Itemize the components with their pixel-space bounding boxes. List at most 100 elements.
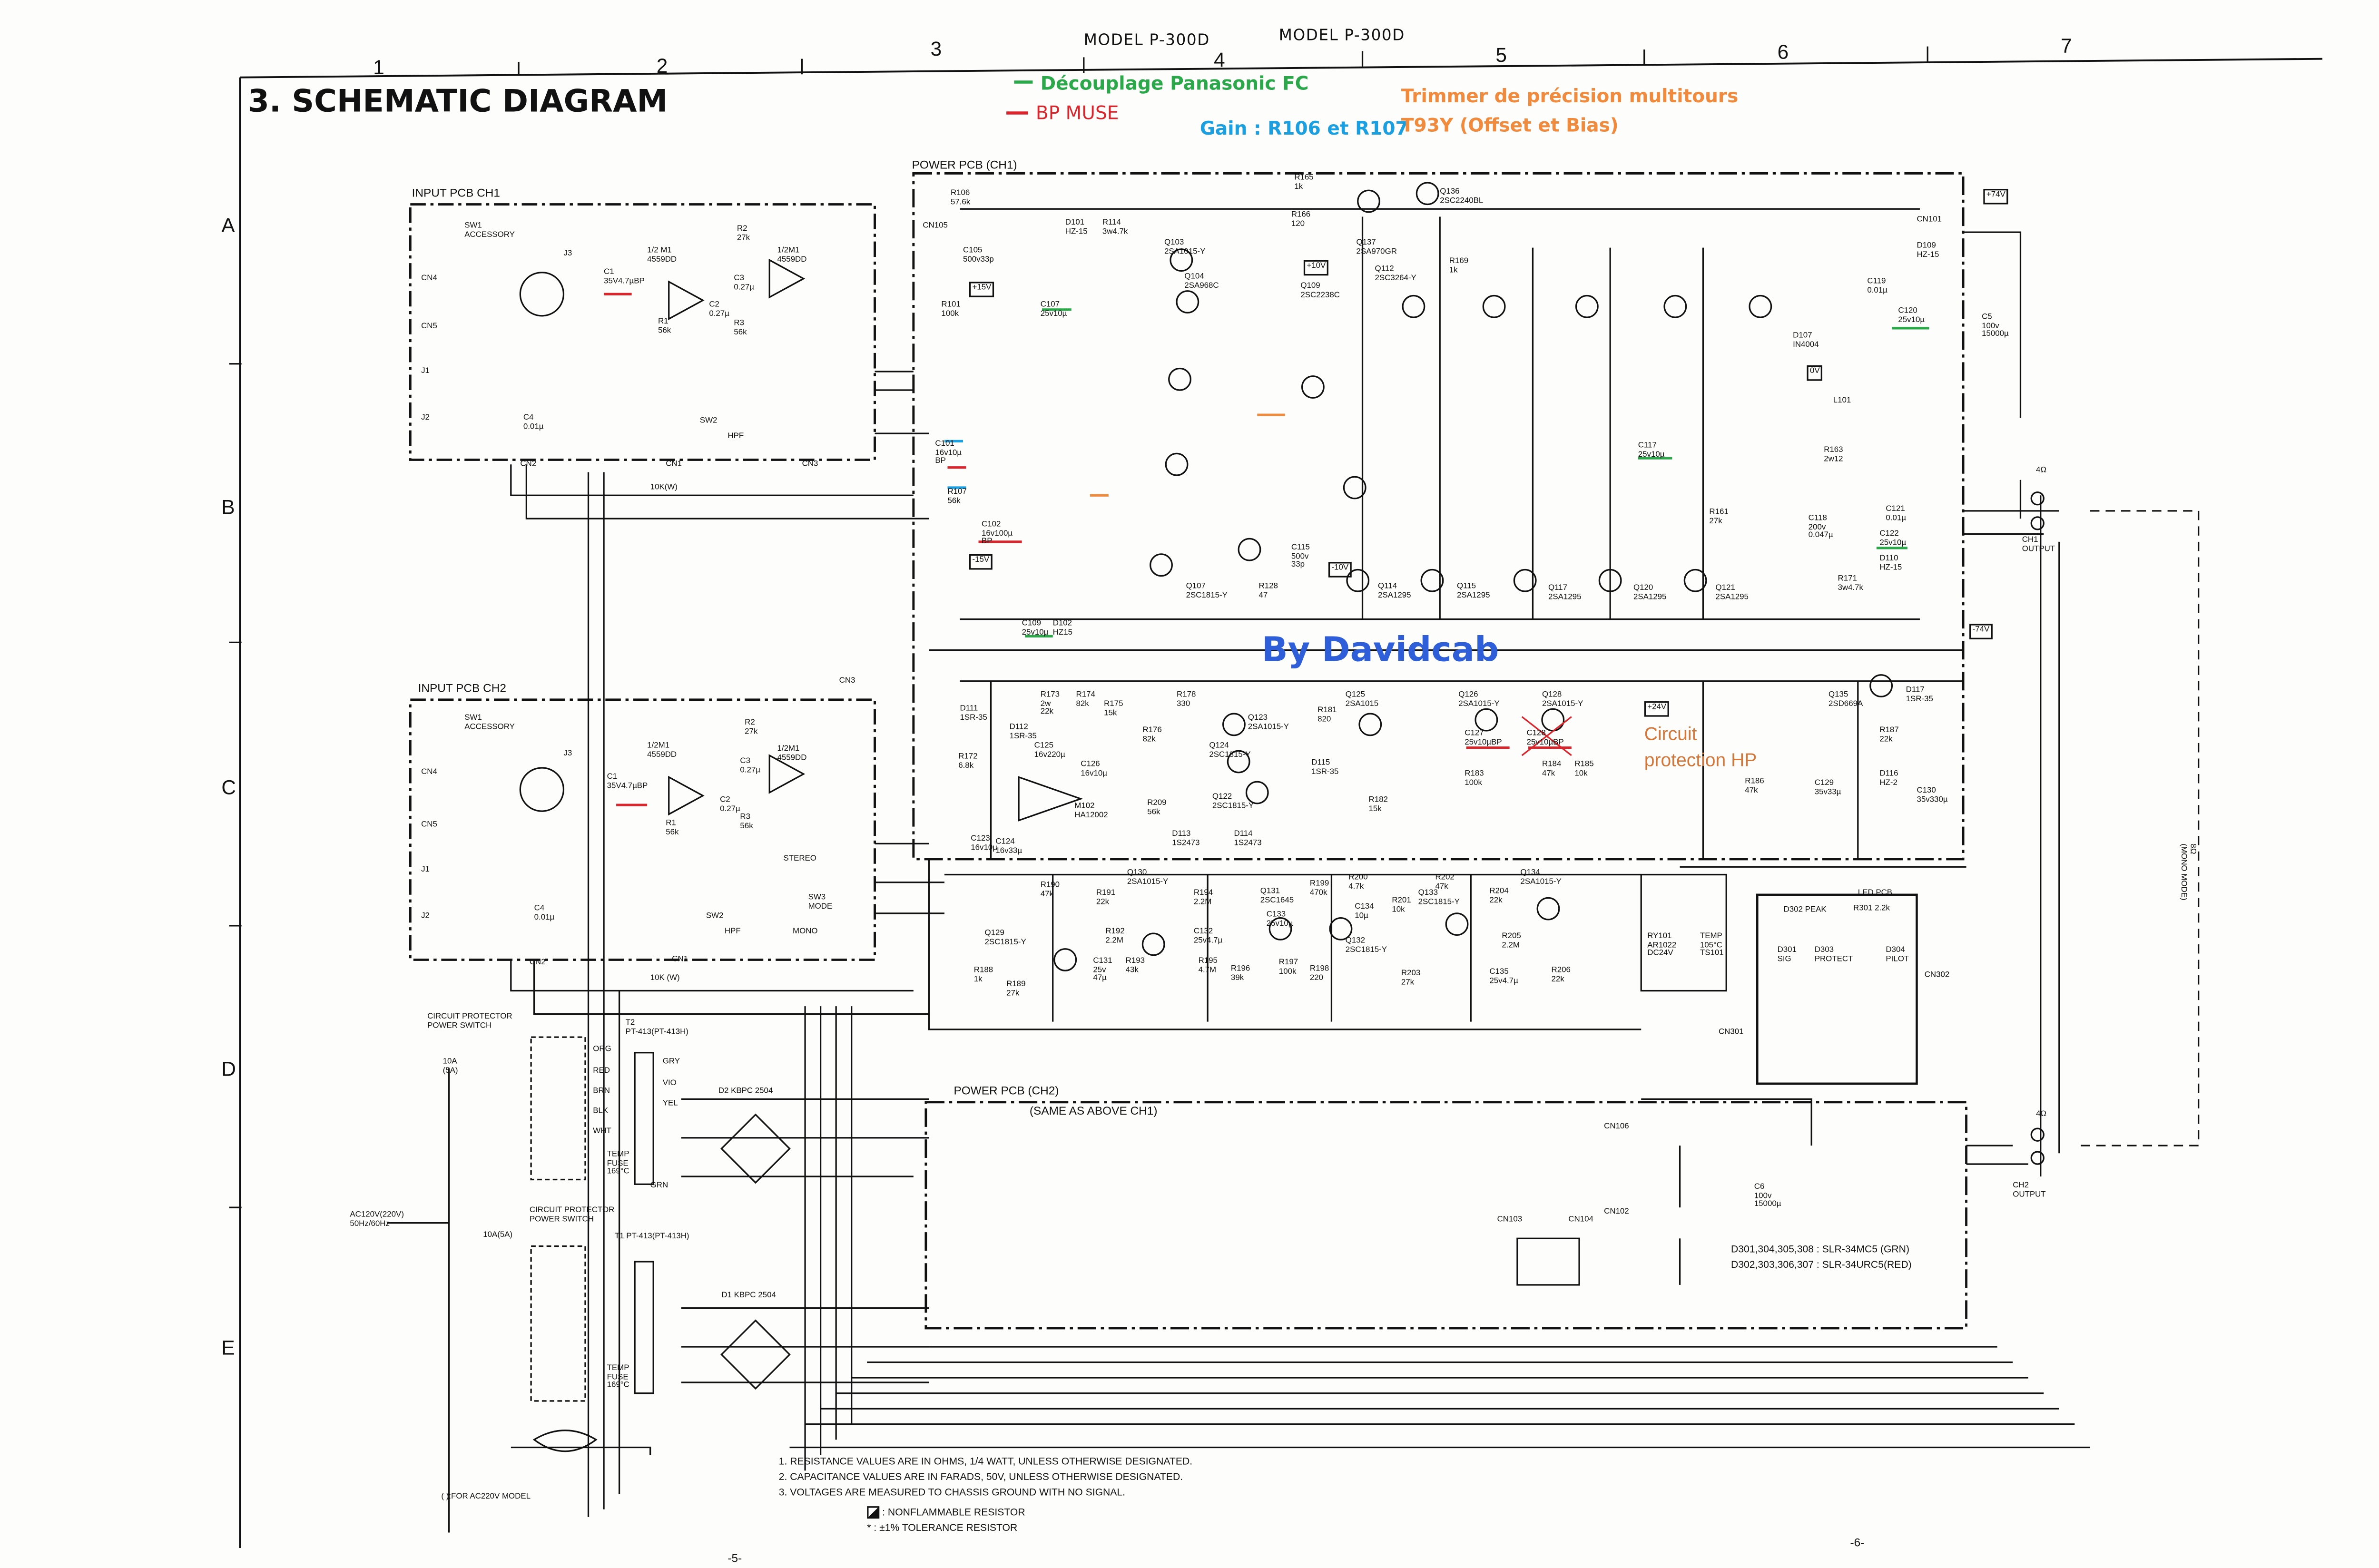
component-label: R301 2.2k	[1853, 904, 1890, 913]
component-label: C2 0.27µ	[720, 795, 740, 814]
component-label: ORG	[593, 1045, 611, 1054]
rail-plus74: +74V	[1983, 188, 2009, 204]
annotation-protection-line1: Circuit	[1644, 723, 1697, 745]
rail-minus15: -15V	[969, 554, 993, 569]
component-label: CN2	[529, 958, 546, 968]
row-letter: C	[221, 775, 236, 799]
component-label: HPF	[727, 431, 744, 441]
component-label: D117 1SR-35	[1906, 686, 1933, 704]
nonflammable-resistor-icon	[867, 1507, 880, 1519]
component-label: CN5	[421, 820, 437, 830]
annotation-protection-line2: protection HP	[1644, 750, 1757, 772]
block-note-power-ch2: (SAME AS ABOVE CH1)	[1029, 1104, 1158, 1118]
page-number-right: -6-	[1850, 1535, 1865, 1550]
symbol-legend: : NONFLAMMABLE RESISTOR * : ±1% TOLERANC…	[867, 1506, 1025, 1536]
component-label: CN3	[802, 460, 818, 469]
component-label: 1/2M1 4559DD	[777, 745, 807, 763]
component-label: R161 27k	[1709, 508, 1729, 526]
component-label: C123 16v10µ	[971, 834, 997, 853]
row-letter: D	[221, 1057, 236, 1081]
component-label: C5 100v 15000µ	[1982, 313, 2009, 340]
component-label: R204 22k	[1489, 887, 1509, 905]
component-label: R175 15k	[1104, 699, 1123, 718]
component-label: SW3 MODE	[808, 893, 833, 911]
annotation-bp-muse: BP MUSE	[1035, 102, 1119, 124]
column-number: 1	[373, 56, 384, 79]
component-label: TEMP FUSE 169°C	[607, 1150, 629, 1177]
component-label: GRY	[662, 1057, 680, 1067]
component-label: C133 25v10µ	[1266, 910, 1293, 929]
component-label: J2	[421, 413, 430, 423]
annotation-decoupling: Découplage Panasonic FC	[1040, 72, 1309, 95]
component-label: VIO	[662, 1079, 677, 1088]
led-legend: D301,304,305,308 : SLR-34MC5 (GRN) D302,…	[1731, 1243, 1912, 1273]
component-label: D107 IN4004	[1793, 331, 1819, 350]
component-label: Q104 2SA968C	[1184, 272, 1219, 291]
component-label: R191 22k	[1096, 888, 1116, 907]
component-label: R165 1k	[1294, 173, 1314, 192]
component-label: C1 35V4.7µBP	[604, 267, 645, 286]
annotation-protection: Circuit protection HP	[1644, 721, 1757, 775]
component-label: D304 PILOT	[1886, 946, 1909, 964]
component-label: CN1	[666, 460, 682, 469]
column-number: 4	[1214, 48, 1225, 71]
component-label: CN2	[520, 460, 537, 469]
component-label: D301 SIG	[1777, 946, 1797, 964]
component-label: SW1 ACCESSORY	[464, 221, 515, 240]
component-label: C122 25v10µ	[1879, 529, 1907, 548]
component-label: R172 6.8k	[958, 752, 978, 771]
component-label: R114 3w4.7k	[1102, 218, 1128, 236]
component-label: CN4	[421, 274, 437, 284]
component-label: 1/2 M1 4559DD	[647, 246, 677, 265]
component-label: C6 100v 15000µ	[1754, 1183, 1781, 1210]
note-line: 3. VOLTAGES ARE MEASURED TO CHASSIS GROU…	[778, 1487, 1126, 1498]
component-label: R183 100k	[1465, 769, 1484, 788]
notes: 1. RESISTANCE VALUES ARE IN OHMS, 1/4 WA…	[779, 1455, 1192, 1500]
ch2-output-label: CH2 OUTPUT	[2013, 1181, 2046, 1199]
component-label: D110 HZ-15	[1879, 554, 1902, 573]
block-label-power-ch2: POWER PCB (CH2)	[954, 1083, 1059, 1098]
component-label: C3 0.27µ	[734, 274, 755, 293]
component-label: R201 10k	[1392, 896, 1411, 915]
legend-tolerance: * : ±1% TOLERANCE RESISTOR	[867, 1523, 1018, 1534]
model-label-right: MODEL P-300D	[1278, 28, 1405, 45]
component-label: 10K(W)	[650, 483, 678, 492]
component-label: C3 0.27µ	[740, 757, 761, 775]
component-label: C126 16v10µ	[1081, 760, 1108, 778]
component-label: R199 470k	[1309, 879, 1329, 898]
component-label: Q132 2SC1815-Y	[1345, 936, 1387, 955]
breaker-label-1: CIRCUIT PROTECTOR POWER SWITCH	[427, 1012, 512, 1031]
component-label: R166 120	[1291, 210, 1311, 229]
component-label: C4 0.01µ	[523, 413, 544, 431]
component-label: Q136 2SC2240BL	[1440, 187, 1484, 206]
component-label: D303 PROTECT	[1814, 946, 1853, 964]
ch1-output-label: CH1 OUTPUT	[2022, 535, 2055, 554]
block-label-led-pcb: LED PCB	[1858, 888, 1893, 898]
component-label: GRN	[650, 1181, 668, 1191]
bridge-d1-label: D1 KBPC 2504	[721, 1291, 776, 1301]
component-label: R176 82k	[1142, 726, 1162, 745]
page-title: 3. SCHEMATIC DIAGRAM	[247, 82, 668, 119]
component-label: Q122 2SC1815-Y	[1212, 793, 1254, 811]
column-number: 3	[930, 37, 942, 60]
component-label: MONO	[793, 927, 818, 937]
component-label: RY101 AR1022 DC24V	[1647, 931, 1677, 959]
component-label: J2	[421, 911, 430, 921]
component-label: TEMP 105°C TS101	[1700, 931, 1724, 959]
component-label: CN103	[1497, 1215, 1523, 1225]
component-label: C121 0.01µ	[1886, 504, 1906, 523]
component-label: C134 10µ	[1355, 902, 1374, 921]
column-number: 5	[1495, 43, 1507, 67]
rail-plus24: +24V	[1644, 701, 1670, 716]
component-label: R182 15k	[1368, 795, 1388, 814]
component-label: R101 100k	[941, 300, 961, 319]
component-label: D109 HZ-15	[1917, 241, 1939, 260]
block-label-input-ch1: INPUT PCB CH1	[412, 186, 500, 200]
component-label: Q107 2SC1815-Y	[1186, 582, 1228, 600]
component-label: R173 2w 22k	[1040, 690, 1060, 718]
component-label: CN301	[1718, 1028, 1744, 1038]
component-label: STEREO	[783, 854, 816, 864]
rail-minus74: -74V	[1969, 624, 1993, 639]
component-label: C109 25v10µ	[1022, 619, 1049, 637]
